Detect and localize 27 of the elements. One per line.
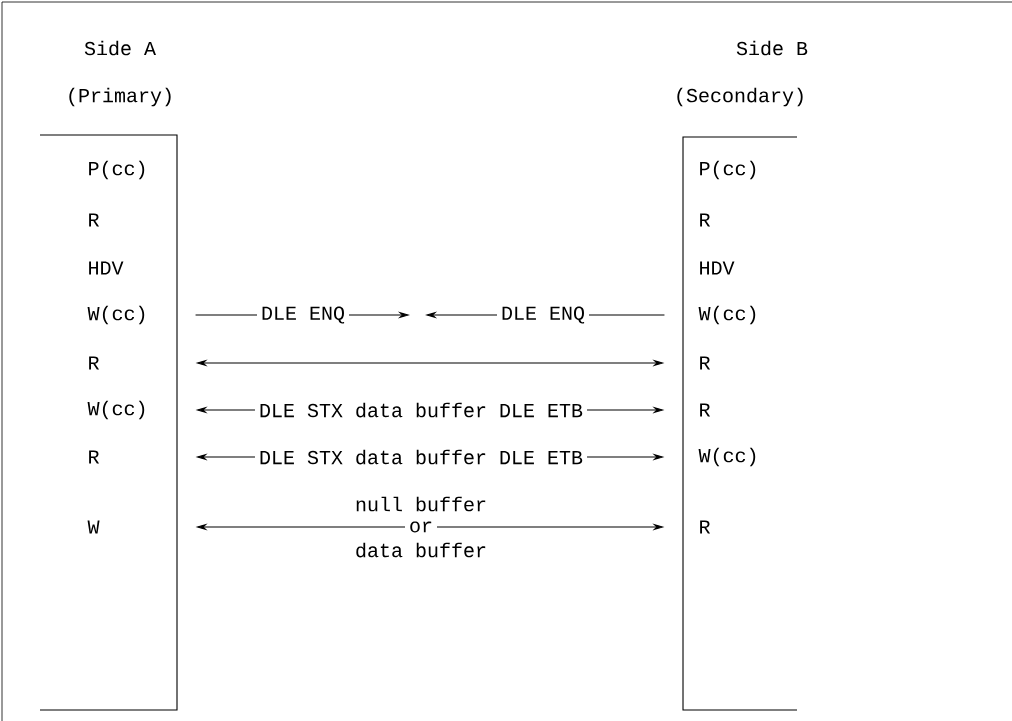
note-label: data buffer — [356, 542, 486, 558]
row-label: P(cc) — [700, 160, 756, 180]
edge-label: DLE ENQ — [497, 302, 589, 328]
column-heading: (Primary) — [69, 87, 171, 107]
row-label: R — [700, 520, 711, 534]
row-label: R — [700, 403, 711, 417]
row-label: R — [89, 450, 100, 464]
row-label: HDV — [89, 261, 124, 275]
column-heading: Side A — [84, 40, 156, 56]
edge-label: DLE ENQ — [257, 302, 349, 328]
row-label: R — [700, 356, 711, 370]
row-label: W — [87, 520, 100, 534]
row-label: W(cc) — [698, 447, 756, 467]
row-label: W(cc) — [698, 305, 756, 325]
edge-label: DLE STX data buffer DLE ETB — [255, 445, 588, 469]
row-label: W(cc) — [87, 305, 145, 325]
note-label: null buffer — [356, 496, 486, 512]
edge-label: DLE STX data buffer DLE ETB — [255, 398, 588, 422]
row-label: P(cc) — [89, 160, 145, 180]
column-heading: (Secondary) — [677, 87, 803, 107]
column-heading: Side B — [736, 40, 808, 56]
edge-label: or — [405, 517, 437, 537]
row-label: HDV — [700, 261, 735, 275]
row-label: W(cc) — [87, 400, 145, 420]
row-label: R — [89, 213, 100, 227]
row-label: R — [89, 356, 100, 370]
row-label: R — [700, 213, 711, 227]
